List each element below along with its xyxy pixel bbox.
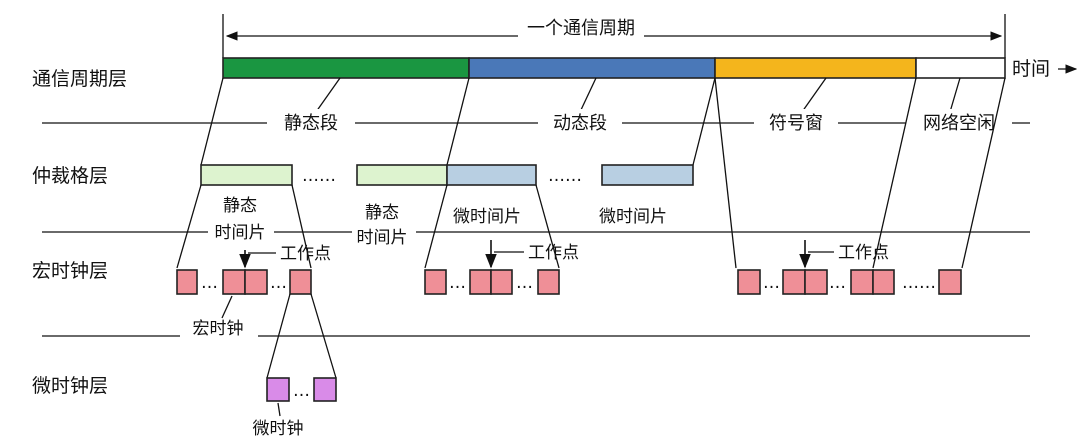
- macrotick: [872, 269, 895, 295]
- expand-line-idle-to-macro: [872, 77, 917, 269]
- minislot-2: [601, 164, 694, 186]
- segment-label-dynamic: 动态段: [553, 113, 607, 134]
- static-slot-label-1-line2: 时间片: [215, 223, 266, 243]
- action-point-label-1: 工作点: [280, 244, 331, 264]
- layer-label-communication-cycle: 通信周期层: [32, 68, 127, 90]
- macrotick-label: 宏时钟: [193, 319, 244, 339]
- expand-line-slot2-left: [424, 184, 448, 269]
- static-slot-label-2-line2: 时间片: [357, 228, 408, 248]
- macro-ellipsis-long: ……: [902, 273, 936, 293]
- microtick-label-leader: [277, 402, 281, 417]
- cycle-span-label-bg: [518, 16, 644, 42]
- cycle-span-label: 一个通信周期: [527, 18, 635, 39]
- macrotick: [244, 269, 268, 295]
- macrotick: [176, 269, 198, 295]
- macrotick: [782, 269, 806, 295]
- segment-label-network-idle: 网络空闲: [923, 113, 995, 134]
- macrotick: [737, 269, 761, 295]
- macrotick: [222, 269, 246, 295]
- expand-line-dynamic-start: [446, 77, 470, 166]
- macro-ellipsis: …: [270, 273, 287, 293]
- layer-label-macrotick: 宏时钟层: [32, 260, 108, 282]
- micro-ellipsis: …: [293, 381, 310, 401]
- segment-label-static: 静态段: [284, 113, 338, 134]
- arbitration-ellipsis-2: ……: [548, 166, 582, 186]
- minislot-label-1: 微时间片: [453, 207, 521, 227]
- leader-network-idle: [949, 77, 961, 113]
- macrotick: [424, 269, 447, 295]
- minislot-1: [446, 164, 537, 186]
- expand-line-minislot-right: [535, 184, 560, 269]
- macro-ellipsis: …: [829, 273, 846, 293]
- expand-line-macro-to-micro-right: [310, 293, 337, 379]
- segment-label-symbol-window: 符号窗: [769, 113, 823, 134]
- segment-label-symbol-window-bg: [754, 109, 838, 135]
- macrotick: [938, 269, 962, 295]
- macro-ellipsis: …: [516, 273, 533, 293]
- leader-symbol-window: [801, 77, 827, 113]
- layer-label-microtick: 微时钟层: [32, 375, 108, 397]
- macro-ellipsis: …: [201, 273, 218, 293]
- expand-line-end-to-macro: [961, 77, 1006, 269]
- segment-network-idle: [915, 57, 1006, 79]
- action-point-label-3: 工作点: [838, 243, 889, 263]
- macrotick: [469, 269, 492, 295]
- static-slot-label-2-line2-bg: [352, 227, 416, 249]
- static-slot-label-1-line1: 静态: [223, 196, 257, 216]
- static-slot-label-1-line2-bg: [208, 222, 274, 244]
- macrotick-label-leader: [221, 295, 233, 319]
- static-slot-1: [200, 164, 293, 186]
- segment-label-network-idle-bg: [906, 109, 1012, 135]
- action-point-label-2: 工作点: [528, 243, 579, 263]
- macro-ellipsis: …: [763, 273, 780, 293]
- macrotick: [804, 269, 828, 295]
- segment-dynamic: [468, 57, 716, 79]
- expand-line-slot1-left: [176, 184, 202, 269]
- static-slot-2: [356, 164, 448, 186]
- expand-line-symbol-to-macro: [714, 77, 737, 269]
- segment-label-dynamic-bg: [538, 109, 622, 135]
- macrotick: [289, 269, 312, 295]
- macrotick: [490, 269, 513, 295]
- segment-label-static-bg: [267, 109, 355, 135]
- expand-line-slot1-right: [291, 184, 312, 269]
- segment-symbol-window: [714, 57, 917, 79]
- static-slot-label-2-line1: 静态: [365, 203, 399, 223]
- macrotick: [537, 269, 560, 295]
- macrotick: [850, 269, 874, 295]
- microtick: [313, 377, 337, 402]
- leader-static: [315, 77, 341, 113]
- minislot-label-2: 微时间片: [599, 207, 667, 227]
- arbitration-ellipsis-1: ……: [302, 166, 336, 186]
- layer-label-arbitration-grid: 仲裁格层: [32, 165, 108, 187]
- time-axis-label: 时间: [1012, 58, 1050, 80]
- expand-line-macro-to-micro-left: [266, 293, 291, 379]
- leader-dynamic: [579, 77, 597, 113]
- microtick-label: 微时钟: [253, 419, 304, 439]
- segment-static: [222, 57, 470, 79]
- macrotick-label-bg: [180, 318, 260, 342]
- microtick: [266, 377, 290, 402]
- expand-line-dynamic-end: [692, 77, 716, 166]
- expand-line-static-start: [200, 77, 224, 166]
- macro-ellipsis: …: [449, 273, 466, 293]
